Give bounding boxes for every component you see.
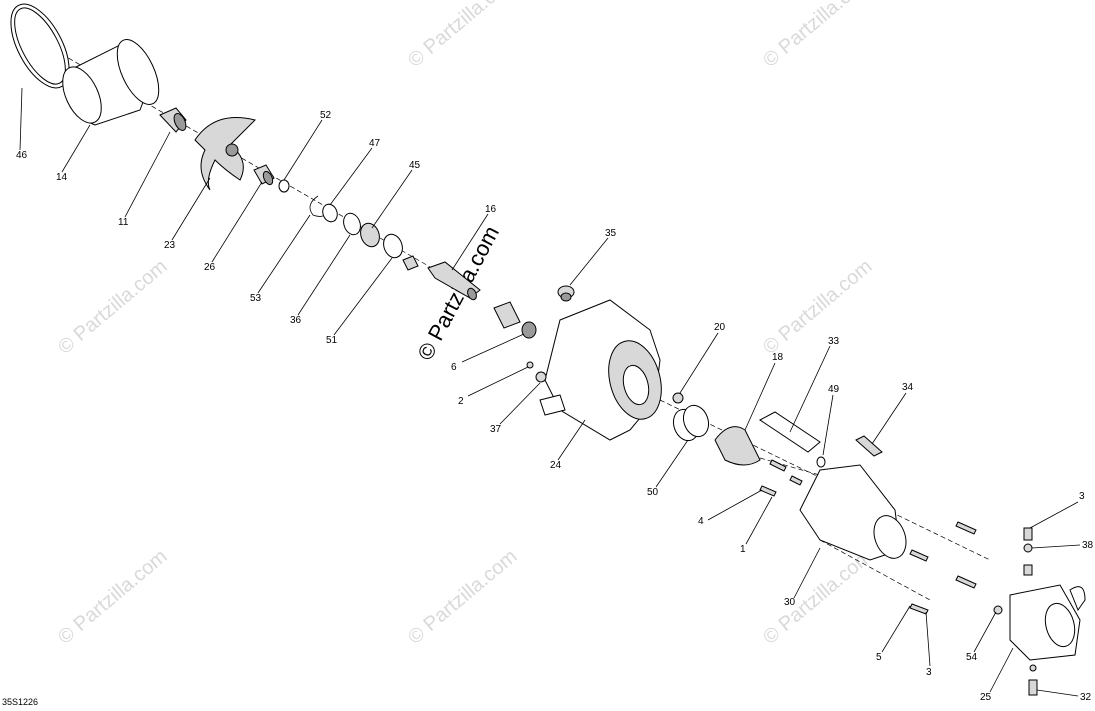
part-46-ring xyxy=(10,3,70,89)
label-4: 4 xyxy=(698,516,704,527)
label-45: 45 xyxy=(409,160,421,171)
label-6: 6 xyxy=(451,362,457,373)
label-36: 36 xyxy=(290,315,302,326)
part-30-nozzle xyxy=(799,464,907,561)
leader-lines xyxy=(19,87,1081,697)
part-34-anodes xyxy=(855,435,883,457)
label-33: 33 xyxy=(828,336,840,347)
watermark-center: © Partzilla.com xyxy=(412,222,504,365)
part-23-impeller xyxy=(194,117,256,191)
part-bearing xyxy=(493,301,537,339)
label-53: 53 xyxy=(250,293,262,304)
label-16: 16 xyxy=(485,204,497,215)
part-26-bearing xyxy=(253,164,275,186)
label-23: 23 xyxy=(164,240,176,251)
watermark: © Partzilla.com xyxy=(404,545,521,648)
label-24: 24 xyxy=(550,460,562,471)
label-11: 11 xyxy=(118,217,129,228)
watermark: © Partzilla.com xyxy=(404,0,521,72)
label-49: 49 xyxy=(828,384,840,395)
label-26: 26 xyxy=(204,262,216,273)
watermarks: © Partzilla.com © Partzilla.com © Partzi… xyxy=(54,0,876,649)
label-52: 52 xyxy=(320,110,332,121)
part-16-shaft xyxy=(427,261,481,301)
label-3-bottom: 3 xyxy=(926,667,932,678)
label-2: 2 xyxy=(458,396,464,407)
part-11-cone xyxy=(159,107,187,133)
label-18: 18 xyxy=(772,352,784,363)
watermark: © Partzilla.com xyxy=(54,545,171,648)
label-25: 25 xyxy=(980,692,992,703)
part-14-sleeve xyxy=(62,39,160,126)
part-labels: 46 14 11 23 26 52 47 45 16 53 36 51 35 6… xyxy=(16,110,1094,703)
label-54: 54 xyxy=(966,652,978,663)
part-2-37 xyxy=(526,361,684,404)
label-35: 35 xyxy=(605,228,617,239)
diagram-code: 35S1226 xyxy=(2,697,39,707)
label-3-top: 3 xyxy=(1079,491,1085,502)
watermark: © Partzilla.com xyxy=(759,255,876,358)
bolts xyxy=(759,456,1038,696)
label-51: 51 xyxy=(326,335,338,346)
label-5: 5 xyxy=(876,652,882,663)
part-25-steering-nozzle xyxy=(1009,584,1086,661)
label-34: 34 xyxy=(902,382,914,393)
small-rings xyxy=(278,179,419,271)
label-1: 1 xyxy=(740,544,746,555)
part-24-pump-housing xyxy=(539,299,662,441)
label-47: 47 xyxy=(369,138,381,149)
watermark: © Partzilla.com xyxy=(54,255,171,358)
label-14: 14 xyxy=(56,172,68,183)
part-18-cone xyxy=(714,426,761,466)
label-46: 46 xyxy=(16,150,28,161)
part-50-o-ring xyxy=(672,404,710,442)
label-38: 38 xyxy=(1082,540,1094,551)
label-50: 50 xyxy=(647,487,659,498)
label-30: 30 xyxy=(784,597,796,608)
label-32: 32 xyxy=(1080,692,1092,703)
part-35-plug xyxy=(557,285,575,302)
watermark: © Partzilla.com xyxy=(759,0,876,72)
label-20: 20 xyxy=(714,322,726,333)
label-37: 37 xyxy=(490,424,502,435)
